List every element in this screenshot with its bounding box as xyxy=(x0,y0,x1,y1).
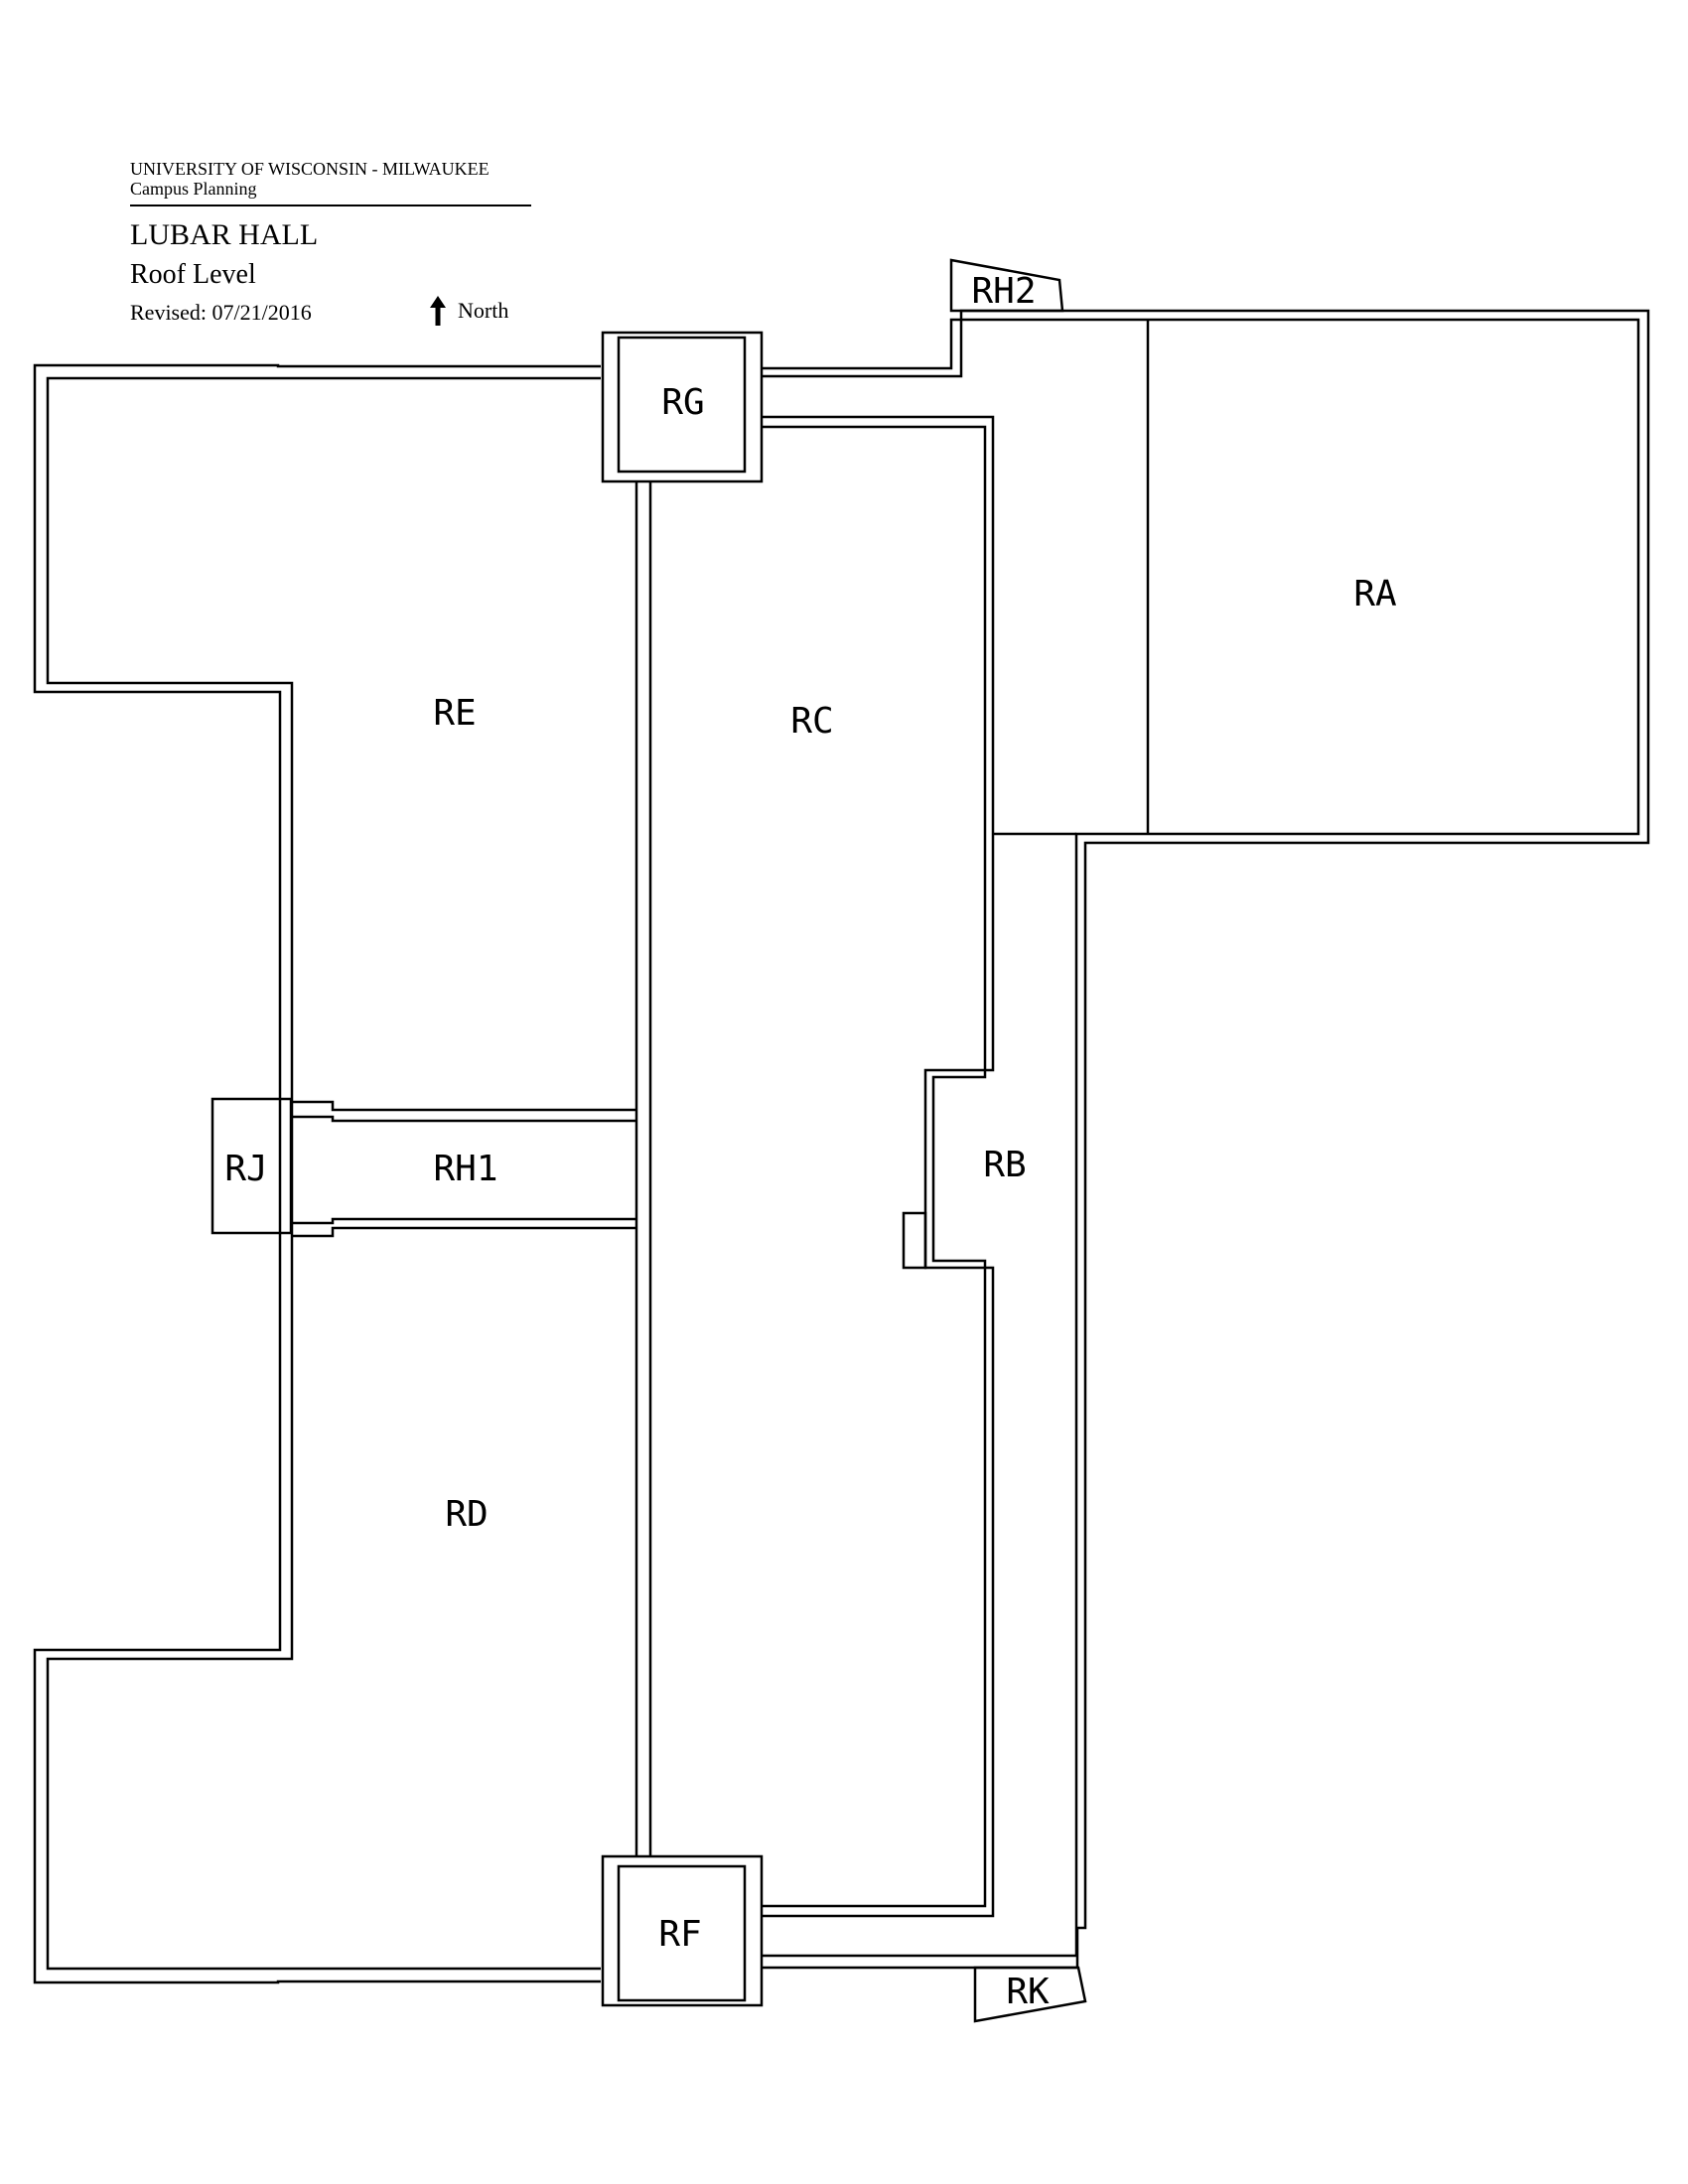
room-label-re: RE xyxy=(433,693,476,734)
north-arrow-icon xyxy=(430,296,446,326)
department-name: Campus Planning xyxy=(130,179,257,199)
room-label-rh1: RH1 xyxy=(433,1149,497,1189)
rf-inner-box xyxy=(617,1864,747,2002)
rg-inner-box xyxy=(617,336,747,474)
north-label: North xyxy=(458,298,509,323)
room-label-rg: RG xyxy=(661,382,704,423)
rh2-hatch xyxy=(949,258,1064,313)
revision-row: Revised: 07/21/2016 North xyxy=(130,296,532,328)
room-label-rh2: RH2 xyxy=(971,271,1036,312)
level-name: Roof Level xyxy=(130,259,256,290)
rh1-top-inner-wall xyxy=(292,1115,636,1123)
organization-name: UNIVERSITY OF WISCONSIN - MILWAUKEE xyxy=(130,159,490,179)
west-wing-outer-wall xyxy=(33,363,601,1984)
rk-hatch xyxy=(973,1966,1087,2023)
room-label-rf: RF xyxy=(658,1914,701,1955)
rc-east-inner-wall xyxy=(762,425,987,1908)
rj-box xyxy=(211,1097,293,1235)
east-wing-outer-wall xyxy=(762,309,1650,1970)
room-label-rb: RB xyxy=(983,1145,1026,1185)
rh1-bottom-wall xyxy=(292,1226,636,1238)
rh1-top-wall xyxy=(292,1100,636,1112)
rc-east-outer-wall xyxy=(762,415,995,1918)
room-label-rc: RC xyxy=(790,701,833,742)
room-label-rk: RK xyxy=(1006,1972,1050,2012)
rh1-bottom-inner-wall xyxy=(292,1217,636,1225)
title-block: UNIVERSITY OF WISCONSIN - MILWAUKEE Camp… xyxy=(130,159,532,328)
room-label-ra: RA xyxy=(1353,574,1397,614)
rb-small-projection xyxy=(902,1211,927,1270)
revision-date: Revised: 07/21/2016 xyxy=(130,300,312,325)
rf-outer-box xyxy=(601,1854,764,2007)
rg-outer-box xyxy=(601,331,764,483)
east-wing-inner-wall xyxy=(762,318,1640,1958)
north-indicator: North xyxy=(430,296,508,326)
room-label-rd: RD xyxy=(445,1494,488,1535)
title-divider xyxy=(130,205,531,206)
room-label-rj: RJ xyxy=(224,1149,267,1189)
building-name: LUBAR HALL xyxy=(130,218,319,251)
west-wing-inner-wall xyxy=(46,376,601,1971)
